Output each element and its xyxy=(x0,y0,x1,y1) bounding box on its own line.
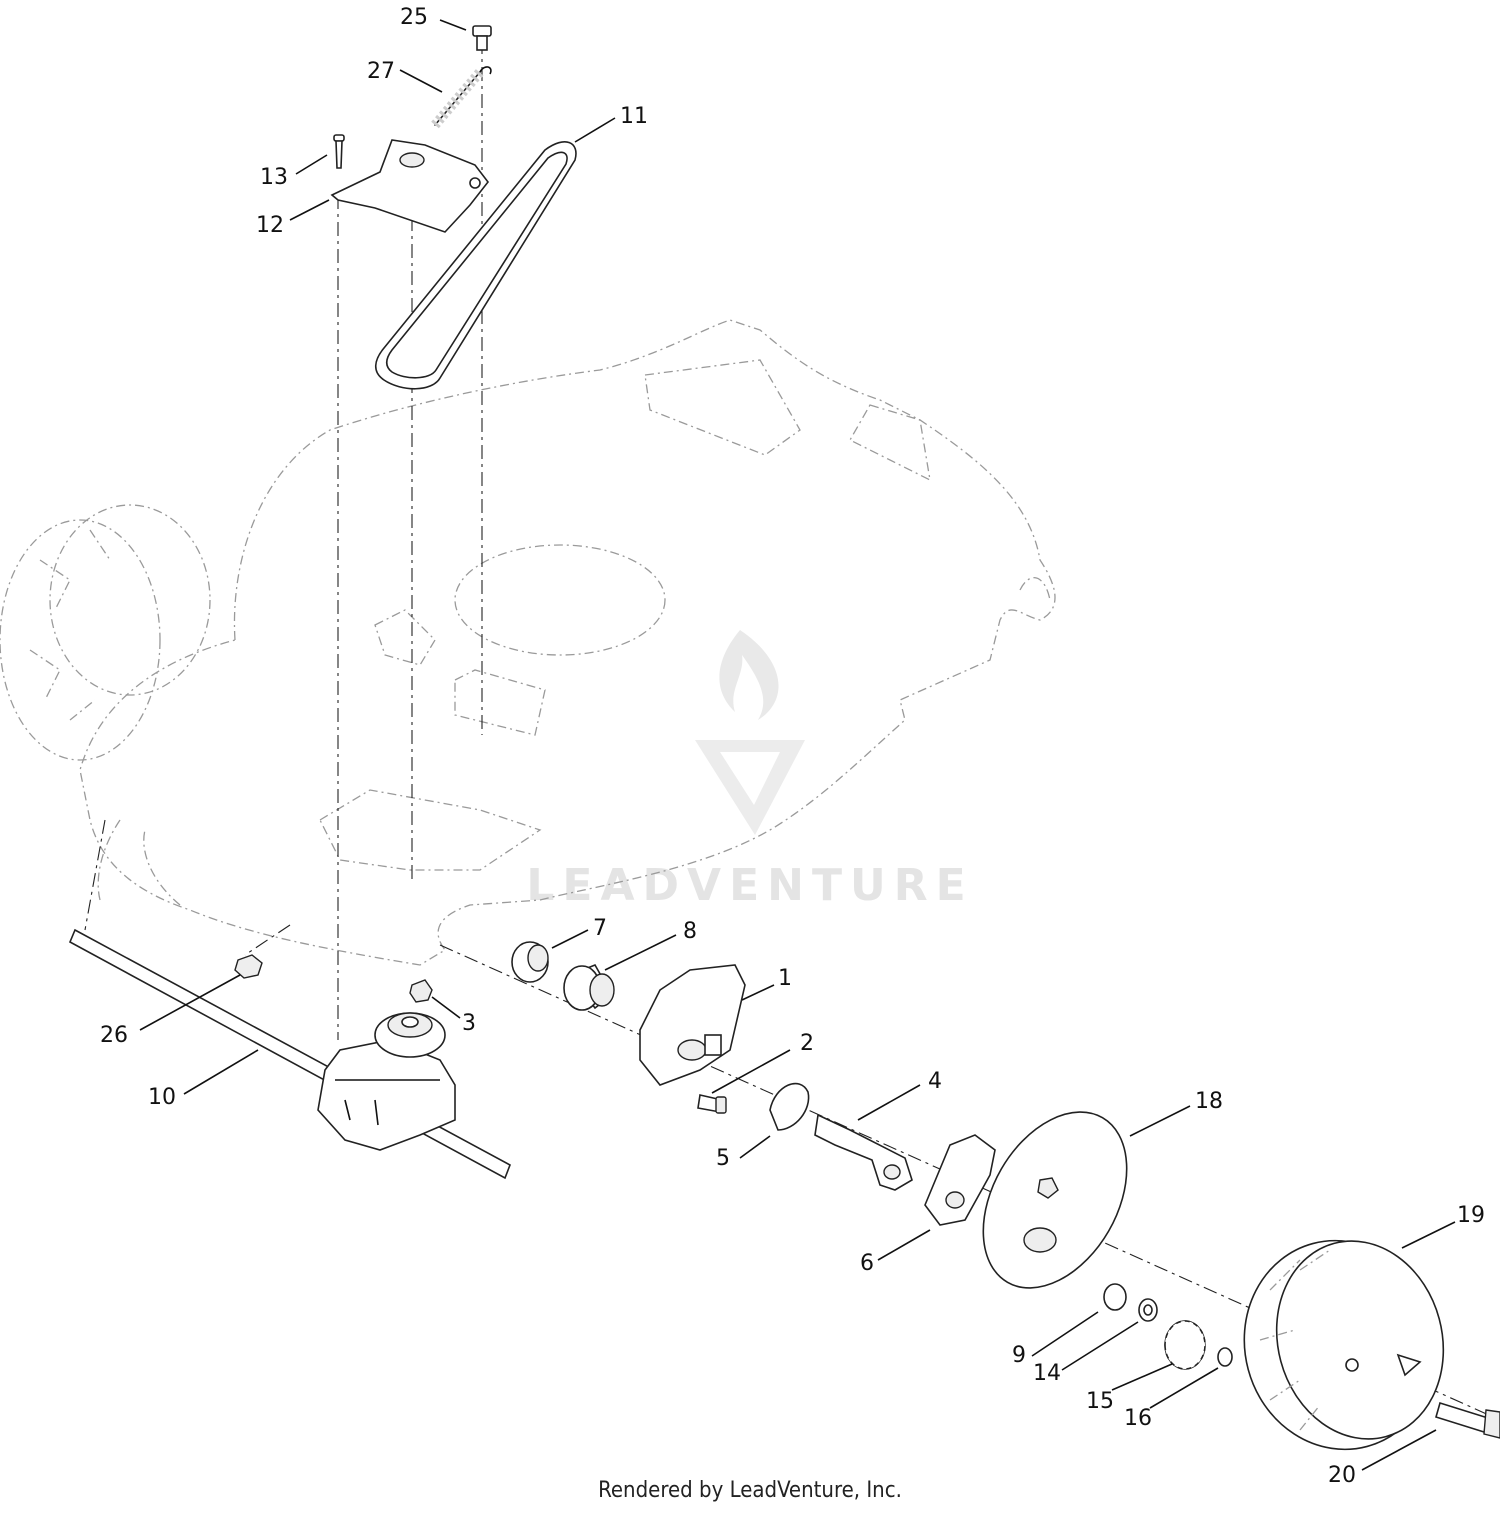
callout-label: 26 xyxy=(100,1023,128,1048)
part-retaining-ring xyxy=(1103,1283,1127,1311)
watermark-flame-icon xyxy=(719,630,779,720)
part-wheel-cover xyxy=(982,1111,1128,1289)
callout-label: 27 xyxy=(367,59,395,84)
callout-label: 19 xyxy=(1457,1203,1485,1228)
callout-label: 1 xyxy=(778,966,792,991)
watermark-v-icon xyxy=(695,740,805,835)
callout-label: 13 xyxy=(260,165,288,190)
part-bushing xyxy=(511,941,549,983)
callout-label: 18 xyxy=(1195,1089,1223,1114)
callout-label: 16 xyxy=(1124,1406,1152,1431)
wheel-left-outline xyxy=(0,504,211,761)
part-clip xyxy=(1217,1347,1233,1367)
callout-label: 3 xyxy=(462,1011,476,1036)
callout-label: 2 xyxy=(800,1031,814,1056)
callout-label: 14 xyxy=(1033,1361,1061,1386)
callout-label: 12 xyxy=(256,213,284,238)
part-axle xyxy=(68,928,511,1180)
callout-label: 5 xyxy=(716,1146,730,1171)
part-transmission xyxy=(317,1012,456,1151)
leader-lines xyxy=(139,19,1456,1471)
part-wheel-bolt xyxy=(1435,1401,1500,1439)
part-bolt xyxy=(697,1094,727,1114)
part-plate xyxy=(639,964,746,1086)
callout-label: 4 xyxy=(928,1069,942,1094)
part-shoulder-bolt xyxy=(472,25,492,51)
part-screw xyxy=(333,134,345,169)
callout-label: 15 xyxy=(1086,1389,1114,1414)
watermark: LEADVENTURE xyxy=(526,630,973,911)
part-drive-belt xyxy=(374,141,577,390)
assembly-centerlines xyxy=(84,40,1500,1421)
part-pinion-gear xyxy=(1164,1320,1206,1370)
callout-label: 9 xyxy=(1012,1343,1026,1368)
watermark-text: LEADVENTURE xyxy=(526,860,973,911)
part-extension-spring xyxy=(431,66,492,129)
mower-deck-outline xyxy=(79,319,1056,966)
part-belt-bracket xyxy=(330,139,490,233)
callout-label: 6 xyxy=(860,1251,874,1276)
part-lever xyxy=(814,1113,913,1191)
part-bearing xyxy=(563,963,615,1011)
part-wheel xyxy=(1243,1239,1445,1451)
callout-label: 7 xyxy=(593,916,607,941)
callout-label: 11 xyxy=(620,104,648,129)
callout-labels: 25 27 11 13 12 7 8 1 3 26 2 10 4 18 5 6 … xyxy=(100,5,1485,1488)
callout-label: 10 xyxy=(148,1085,176,1110)
part-washer xyxy=(1138,1298,1158,1322)
part-knob xyxy=(769,1082,810,1131)
part-height-bracket xyxy=(924,1134,996,1226)
callout-label: 8 xyxy=(683,919,697,944)
render-credit: Rendered by LeadVenture, Inc. xyxy=(598,1478,902,1503)
callout-label: 20 xyxy=(1328,1463,1356,1488)
part-nut xyxy=(234,954,263,979)
callout-label: 25 xyxy=(400,5,428,30)
part-nut-small xyxy=(409,979,433,1003)
